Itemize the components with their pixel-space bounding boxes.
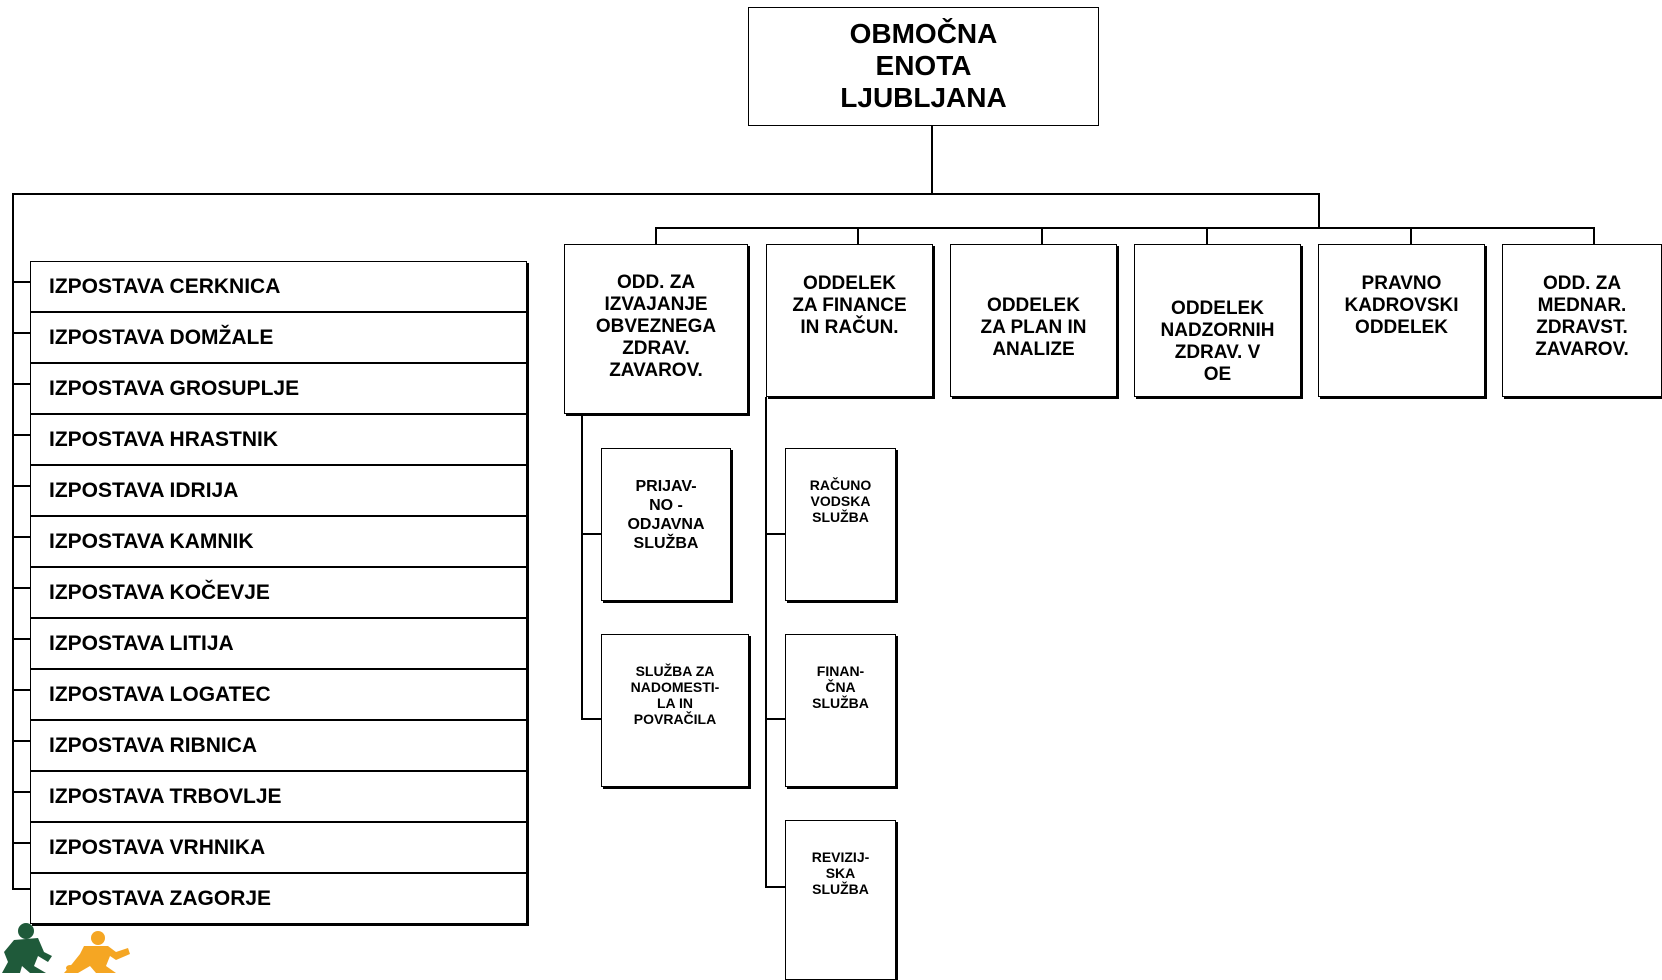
subunit-box: SLUŽBA ZA NADOMESTI- LA IN POVRAČILA	[601, 634, 749, 787]
dept1-sub-tick	[581, 718, 601, 720]
dept1-sub-trunk	[581, 397, 583, 719]
dept-connector-4	[1206, 227, 1208, 245]
izpostava-box: IZPOSTAVA ZAGORJE	[30, 873, 527, 924]
izpostava-tick	[12, 434, 30, 436]
izpostava-tick	[12, 842, 30, 844]
dept-connector-6	[1593, 227, 1595, 245]
izpostava-tick	[12, 536, 30, 538]
subunit-box: FINAN- ČNA SLUŽBA	[785, 634, 896, 787]
department-box: ODDELEK NADZORNIH ZDRAV. V OE	[1134, 244, 1301, 397]
izpostava-box: IZPOSTAVA VRHNIKA	[30, 822, 527, 873]
subunit-box: PRIJAV- NO - ODJAVNA SLUŽBA	[601, 448, 731, 601]
izpostava-tick	[12, 383, 30, 385]
dept2-sub-trunk	[765, 397, 767, 887]
dept-connector-3	[1041, 227, 1043, 245]
dept-connector-2	[857, 227, 859, 245]
izpostava-tick	[12, 791, 30, 793]
dept1-sub-tick	[581, 533, 601, 535]
dept2-sub-tick	[765, 886, 785, 888]
dept2-sub-tick	[765, 718, 785, 720]
izpostava-box: IZPOSTAVA IDRIJA	[30, 465, 527, 516]
dept-bus	[655, 227, 1595, 229]
izpostava-box: IZPOSTAVA GROSUPLJE	[30, 363, 527, 414]
dept-connector-1	[655, 227, 657, 245]
subunit-box: RAČUNO VODSKA SLUŽBA	[785, 448, 896, 601]
izpostava-tick	[12, 281, 30, 283]
izpostava-tick	[12, 332, 30, 334]
department-box: ODDELEK ZA FINANCE IN RAČUN.	[766, 244, 933, 397]
izpostava-tick	[12, 485, 30, 487]
izpostava-box: IZPOSTAVA RIBNICA	[30, 720, 527, 771]
izpostava-box: IZPOSTAVA LITIJA	[30, 618, 527, 669]
department-box: ODDELEK ZA PLAN IN ANALIZE	[950, 244, 1117, 397]
izpostava-tick	[12, 689, 30, 691]
izpostava-tick	[12, 638, 30, 640]
dept-drop	[1318, 193, 1320, 228]
running-figures-logo-icon	[2, 923, 130, 973]
izpostava-tick	[12, 587, 30, 589]
izpostava-box: IZPOSTAVA TRBOVLJE	[30, 771, 527, 822]
izpostava-box: IZPOSTAVA HRASTNIK	[30, 414, 527, 465]
dept2-sub-tick	[765, 533, 785, 535]
izpostava-box: IZPOSTAVA KAMNIK	[30, 516, 527, 567]
main-horizontal	[12, 193, 1320, 195]
izpostava-box: IZPOSTAVA KOČEVJE	[30, 567, 527, 618]
root-stem	[931, 126, 933, 194]
department-box: ODD. ZA IZVAJANJE OBVEZNEGA ZDRAV. ZAVAR…	[564, 244, 748, 414]
izpostava-tick	[12, 888, 30, 890]
izpostava-tick	[12, 740, 30, 742]
subunit-box: REVIZIJ- SKA SLUŽBA	[785, 820, 896, 980]
izpostava-box: IZPOSTAVA DOMŽALE	[30, 312, 527, 363]
root-box: OBMOČNA ENOTA LJUBLJANA	[748, 7, 1099, 126]
izpostava-box: IZPOSTAVA CERKNICA	[30, 261, 527, 312]
izpostave-trunk	[12, 193, 14, 889]
department-box: ODD. ZA MEDNAR. ZDRAVST. ZAVAROV.	[1502, 244, 1662, 397]
dept-connector-5	[1410, 227, 1412, 245]
department-box: PRAVNO KADROVSKI ODDELEK	[1318, 244, 1485, 397]
izpostava-box: IZPOSTAVA LOGATEC	[30, 669, 527, 720]
